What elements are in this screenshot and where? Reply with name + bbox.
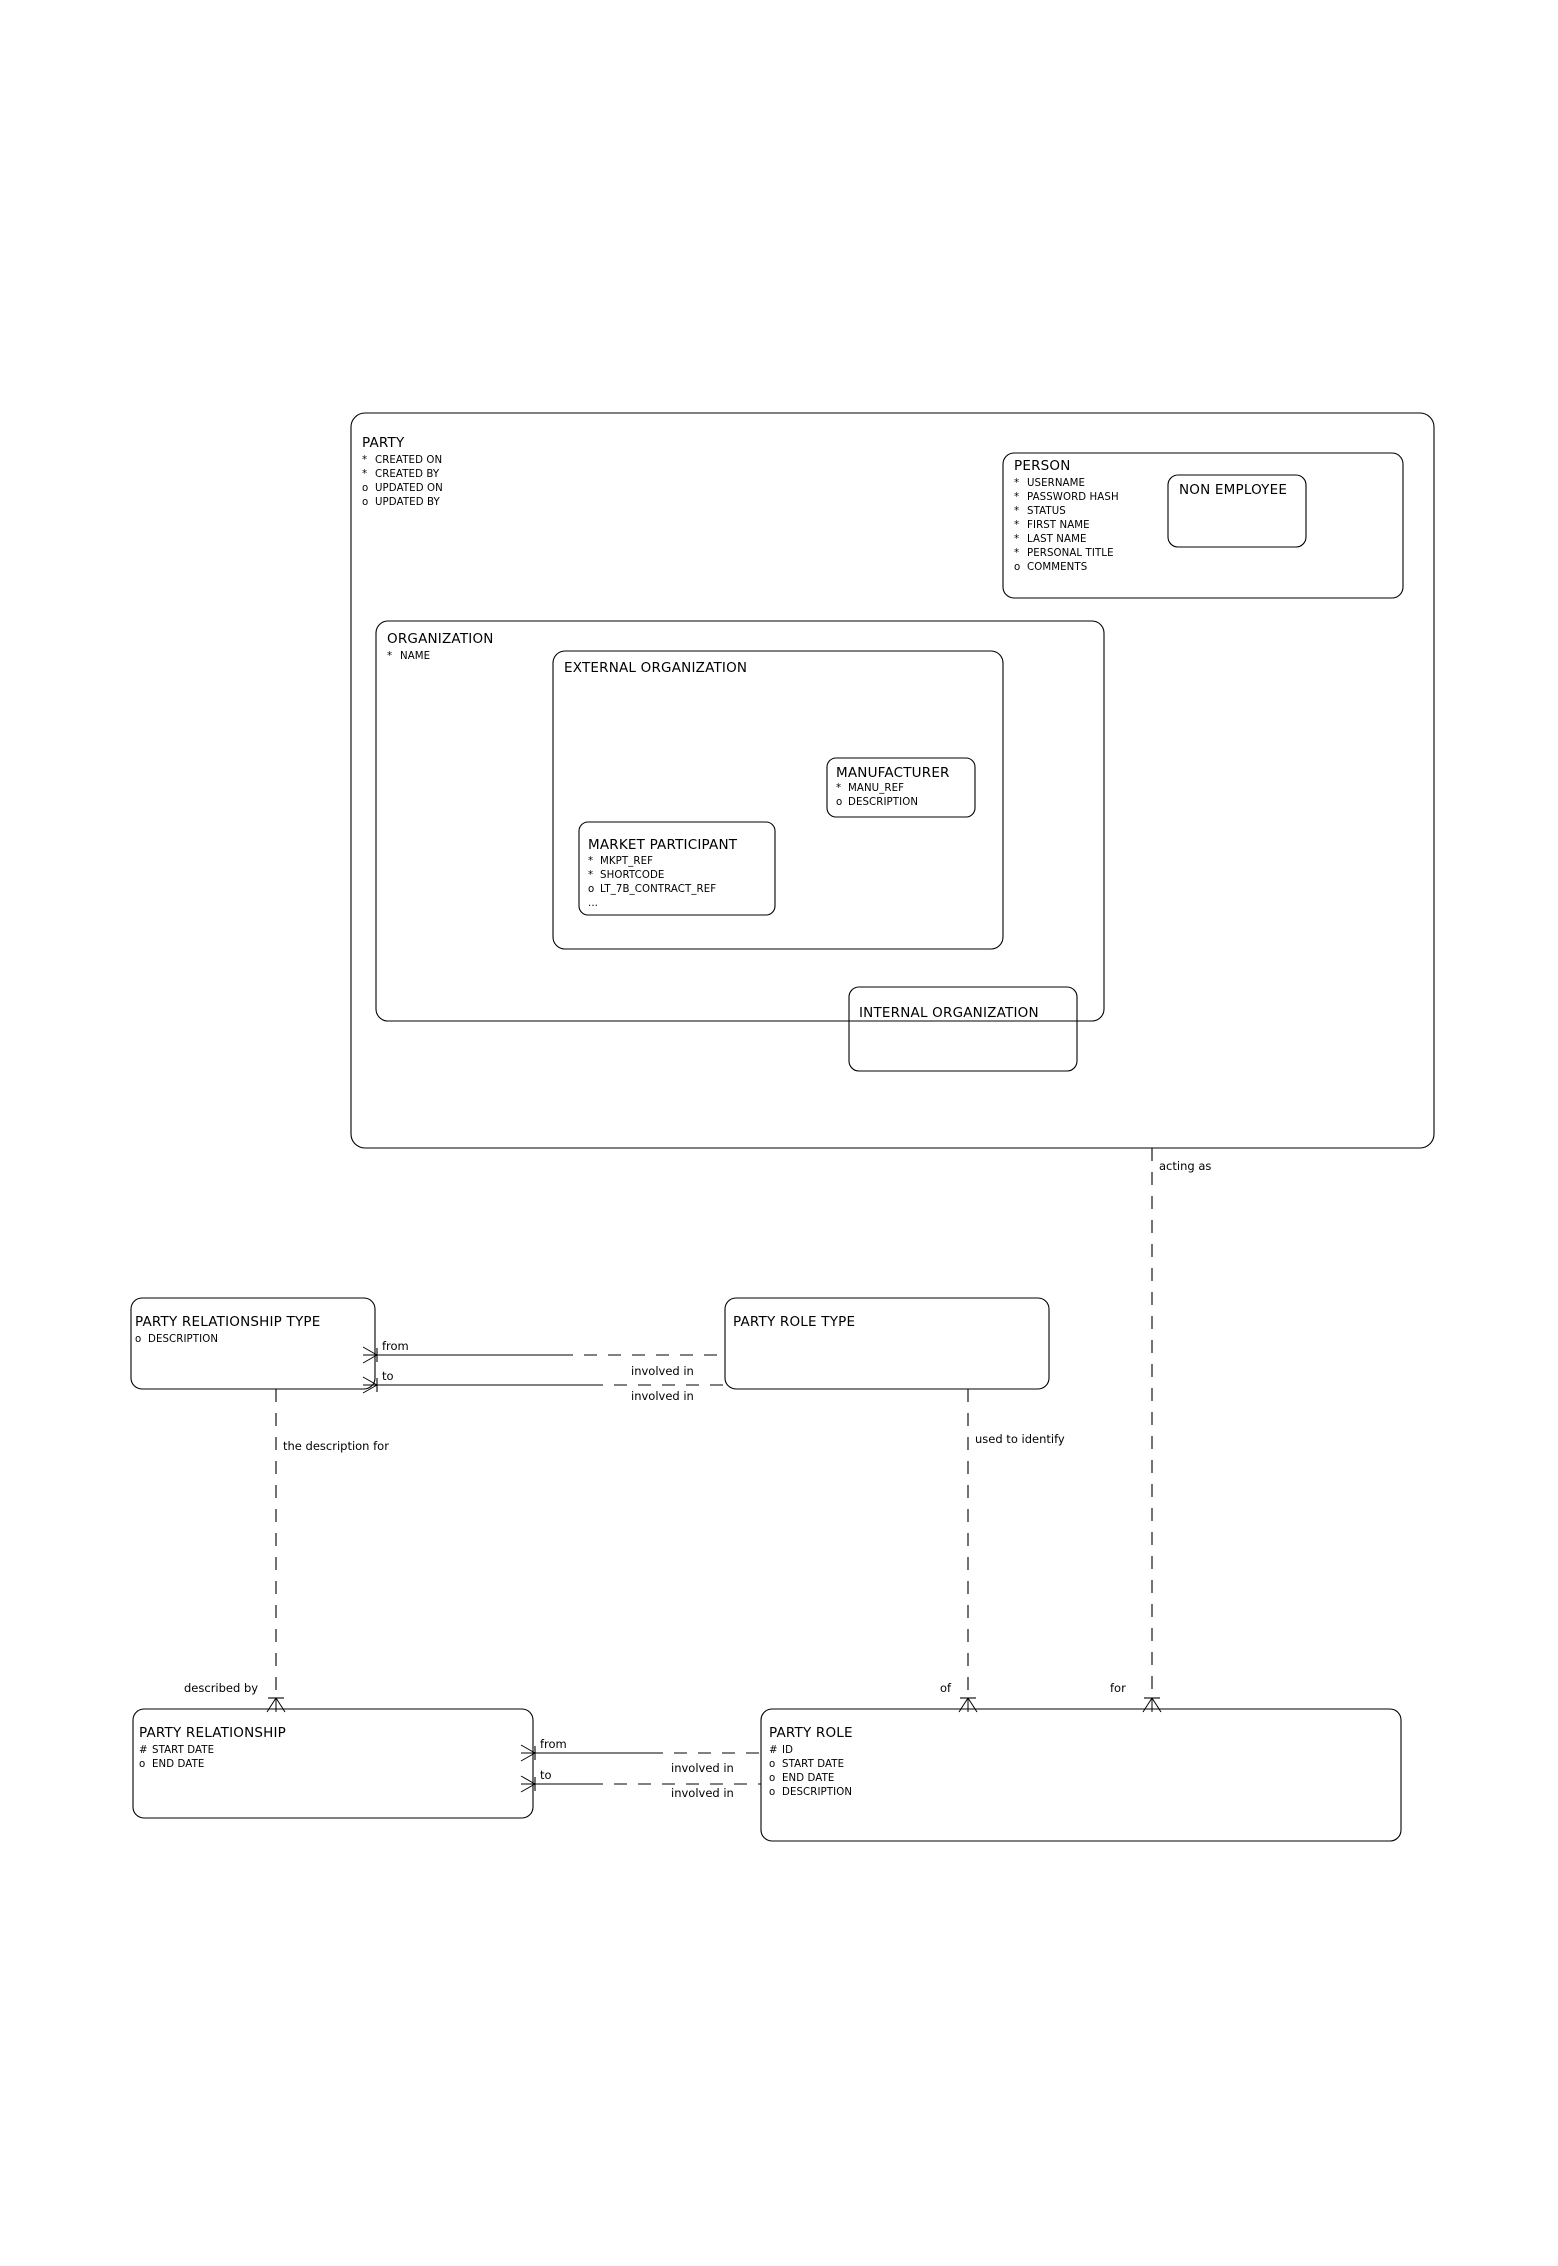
entity-person-attr-4-mark: * <box>1014 534 1019 545</box>
entity-person-attr-6-mark: o <box>1014 562 1020 573</box>
entity-party-role-attr-3: DESCRIPTION <box>782 1787 852 1798</box>
entity-person-title: PERSON <box>1014 458 1071 474</box>
relationship-label-pr-involved-in-1: involved in <box>671 1761 734 1775</box>
entity-party-role-attr-0-mark: # <box>769 1745 778 1756</box>
relationship-label-pr-to: to <box>540 1768 552 1782</box>
entity-market-participant-attr-1-mark: * <box>588 870 593 881</box>
relationship-label-prt-to: to <box>382 1369 394 1383</box>
entity-party-attr-1-mark: * <box>362 469 367 480</box>
entity-party-relationship-type[interactable] <box>130 1297 376 1390</box>
entity-manufacturer-title: MANUFACTURER <box>836 765 950 781</box>
entity-internal-organization[interactable] <box>848 986 1078 1072</box>
relationship-label-of: of <box>940 1681 952 1695</box>
relationship-party-role-type-identifies[interactable] <box>958 1389 978 1713</box>
entity-organization-title: ORGANIZATION <box>387 631 494 647</box>
entity-market-participant-attr-0: MKPT_REF <box>600 856 653 867</box>
entity-party-relationship-type-attr-0: DESCRIPTION <box>148 1334 218 1345</box>
entity-party-relationship[interactable] <box>132 1708 534 1819</box>
entity-manufacturer-attr-1: DESCRIPTION <box>848 797 918 808</box>
entity-person-attr-0: USERNAME <box>1027 478 1085 489</box>
entity-person-attr-6: COMMENTS <box>1027 562 1087 573</box>
entity-party-relationship-type-title: PARTY RELATIONSHIP TYPE <box>135 1314 320 1330</box>
entity-market-participant-attr-2: LT_7B_CONTRACT_REF <box>600 884 716 895</box>
relationship-label-the-description-for: the description for <box>283 1439 389 1453</box>
entity-party-relationship-attr-1-mark: o <box>139 1759 145 1770</box>
entity-manufacturer-attr-1-mark: o <box>836 797 842 808</box>
relationship-label-used-to-identify: used to identify <box>975 1432 1065 1446</box>
entity-organization[interactable] <box>375 620 1105 1022</box>
entity-party-relationship-attr-0: START DATE <box>152 1745 214 1756</box>
entity-party-relationship-attr-1: END DATE <box>152 1759 204 1770</box>
entity-party[interactable] <box>350 412 1435 1149</box>
entity-external-organization[interactable] <box>552 650 1004 950</box>
entity-person-attr-3: FIRST NAME <box>1027 520 1090 531</box>
entity-party-relationship-title: PARTY RELATIONSHIP <box>139 1725 286 1741</box>
relationship-label-acting-as: acting as <box>1159 1159 1211 1173</box>
entity-party-attr-1: CREATED BY <box>375 469 440 480</box>
entity-party-attr-3-mark: o <box>362 497 368 508</box>
entity-person[interactable] <box>1002 452 1404 599</box>
entity-party-role-attr-0: ID <box>782 1745 793 1756</box>
entity-non-employee[interactable] <box>1167 474 1307 548</box>
entity-party-relationship-type-attr-0-mark: o <box>135 1334 141 1345</box>
entity-party-role-type-title: PARTY ROLE TYPE <box>733 1314 855 1330</box>
entity-manufacturer[interactable] <box>826 757 976 818</box>
entity-external-organization-title: EXTERNAL ORGANIZATION <box>564 660 747 676</box>
entity-party-attr-3: UPDATED BY <box>375 497 441 508</box>
entity-non-employee-title: NON EMPLOYEE <box>1179 482 1287 498</box>
entity-person-attr-4: LAST NAME <box>1027 534 1087 545</box>
entity-person-attr-5: PERSONAL TITLE <box>1027 548 1114 559</box>
entity-organization-attr-0-mark: * <box>387 651 392 662</box>
entity-party-attr-0: CREATED ON <box>375 455 442 466</box>
entity-market-participant-attr-3: ... <box>588 898 598 909</box>
entity-party-role-attr-2: END DATE <box>782 1773 834 1784</box>
entity-market-participant-title: MARKET PARTICIPANT <box>588 837 738 853</box>
entity-internal-organization-title: INTERNAL ORGANIZATION <box>859 1005 1039 1021</box>
entity-party-role-attr-1: START DATE <box>782 1759 844 1770</box>
relationship-label-prt-involved-in-1: involved in <box>631 1364 694 1378</box>
entity-party-attr-2-mark: o <box>362 483 368 494</box>
entity-party-role-attr-3-mark: o <box>769 1787 775 1798</box>
relationship-party-acting-as[interactable] <box>1142 1148 1162 1713</box>
relationship-prt-to-involved-in[interactable] <box>362 1376 725 1394</box>
entity-party-role-attr-1-mark: o <box>769 1759 775 1770</box>
entity-person-attr-3-mark: * <box>1014 520 1019 531</box>
relationship-label-prt-involved-in-2: involved in <box>631 1389 694 1403</box>
relationship-label-prt-from: from <box>382 1339 409 1353</box>
entity-party-role-attr-2-mark: o <box>769 1773 775 1784</box>
entity-person-attr-1: PASSWORD HASH <box>1027 492 1119 503</box>
entity-organization-attr-0: NAME <box>400 651 430 662</box>
relationship-pr-to-involved-in[interactable] <box>520 1775 761 1793</box>
entity-party-relationship-attr-0-mark: # <box>139 1745 148 1756</box>
entity-market-participant-attr-0-mark: * <box>588 856 593 867</box>
relationship-prt-from-involved-in[interactable] <box>362 1346 725 1364</box>
entity-party-role-type[interactable] <box>724 1297 1050 1390</box>
entity-person-attr-2: STATUS <box>1027 506 1066 517</box>
relationship-label-pr-from: from <box>540 1737 567 1751</box>
entity-manufacturer-attr-0-mark: * <box>836 783 841 794</box>
entity-party-attr-0-mark: * <box>362 455 367 466</box>
relationship-party-relationship-type-describes[interactable] <box>266 1389 286 1713</box>
entity-party-attr-2: UPDATED ON <box>375 483 443 494</box>
entity-person-attr-2-mark: * <box>1014 506 1019 517</box>
relationship-label-pr-involved-in-2: involved in <box>671 1786 734 1800</box>
entity-market-participant[interactable] <box>578 821 776 916</box>
entity-person-attr-5-mark: * <box>1014 548 1019 559</box>
entity-manufacturer-attr-0: MANU_REF <box>848 783 904 794</box>
entity-party-role-title: PARTY ROLE <box>769 1725 853 1741</box>
entity-market-participant-attr-1: SHORTCODE <box>600 870 664 881</box>
relationship-pr-from-involved-in[interactable] <box>520 1744 761 1762</box>
relationship-label-described-by: described by <box>184 1681 258 1695</box>
relationship-label-for: for <box>1110 1681 1126 1695</box>
entity-party-title: PARTY <box>362 435 405 451</box>
entity-party-role[interactable] <box>760 1708 1402 1842</box>
entity-person-attr-0-mark: * <box>1014 478 1019 489</box>
entity-market-participant-attr-2-mark: o <box>588 884 594 895</box>
entity-person-attr-1-mark: * <box>1014 492 1019 503</box>
